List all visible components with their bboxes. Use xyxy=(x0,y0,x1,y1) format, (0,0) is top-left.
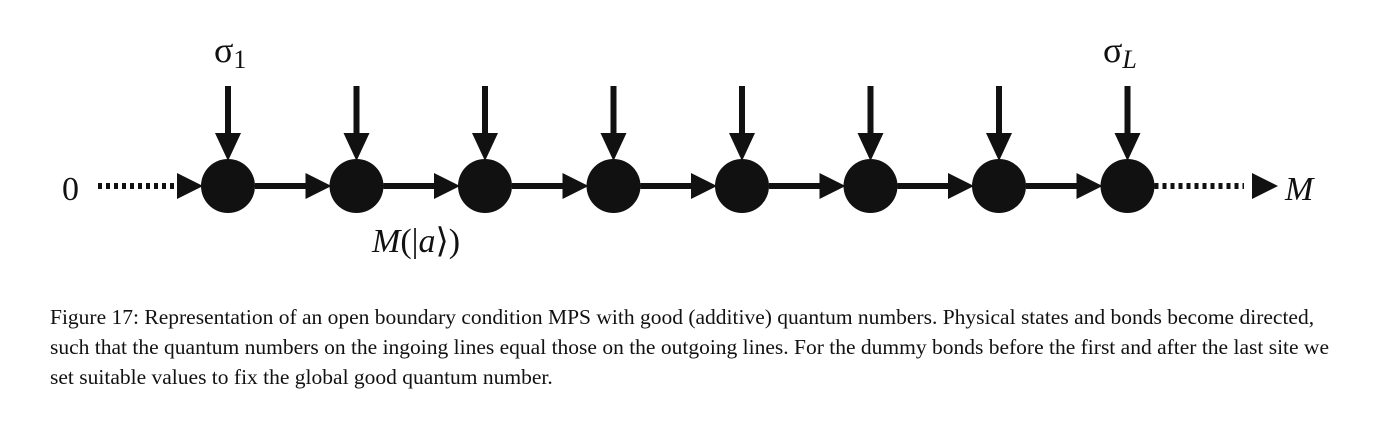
left-dummy-bond-arrowhead xyxy=(177,173,203,199)
last-site-subscript: L xyxy=(1121,45,1136,74)
site-2 xyxy=(329,159,384,213)
site-8 xyxy=(1100,159,1155,213)
bond-arrowhead-5 xyxy=(819,173,846,199)
site-6 xyxy=(843,159,898,213)
bond-arrowhead-3 xyxy=(562,173,589,199)
bond-label-suffix: ⟩) xyxy=(435,223,460,260)
first-site-subscript: 1 xyxy=(233,45,246,74)
mps-diagram: 0 M σ1 σL M(|a⟩) xyxy=(62,30,1315,260)
physical-leg-arrowhead-6 xyxy=(857,133,884,161)
bonds-layer xyxy=(98,173,1278,199)
bond-label-m: M xyxy=(371,223,402,260)
last-site-symbol: σ xyxy=(1103,30,1122,70)
bond-arrowhead-2 xyxy=(434,173,460,199)
right-boundary-label: M xyxy=(1284,171,1315,208)
sites-layer xyxy=(201,159,1155,213)
bond-arrowhead-4 xyxy=(691,173,717,199)
figure-caption: Figure 17: Representation of an open bou… xyxy=(50,305,1329,389)
right-dummy-bond-arrowhead xyxy=(1252,173,1278,199)
first-site-symbol: σ xyxy=(214,30,233,70)
bond-label: M(|a⟩) xyxy=(371,223,460,260)
bond-label-prefix: (| xyxy=(400,223,418,260)
left-boundary-label: 0 xyxy=(62,171,79,208)
site-1 xyxy=(201,159,255,213)
site-4 xyxy=(586,159,641,213)
site-7 xyxy=(972,159,1026,213)
bond-label-var: a xyxy=(418,223,435,260)
last-site-label: σL xyxy=(1103,30,1137,74)
physical-leg-arrowhead-8 xyxy=(1114,133,1141,161)
physical-leg-arrowhead-1 xyxy=(215,133,241,161)
physical-leg-arrowhead-7 xyxy=(986,133,1012,161)
physical-legs-layer xyxy=(215,86,1141,161)
bond-arrowhead-1 xyxy=(305,173,332,199)
site-3 xyxy=(458,159,512,213)
site-5 xyxy=(715,159,769,213)
bond-arrowhead-7 xyxy=(1076,173,1103,199)
first-site-label: σ1 xyxy=(214,30,246,74)
physical-leg-arrowhead-4 xyxy=(600,133,627,161)
physical-leg-arrowhead-2 xyxy=(343,133,370,161)
bond-arrowhead-6 xyxy=(948,173,974,199)
physical-leg-arrowhead-3 xyxy=(472,133,498,161)
physical-leg-arrowhead-5 xyxy=(729,133,755,161)
